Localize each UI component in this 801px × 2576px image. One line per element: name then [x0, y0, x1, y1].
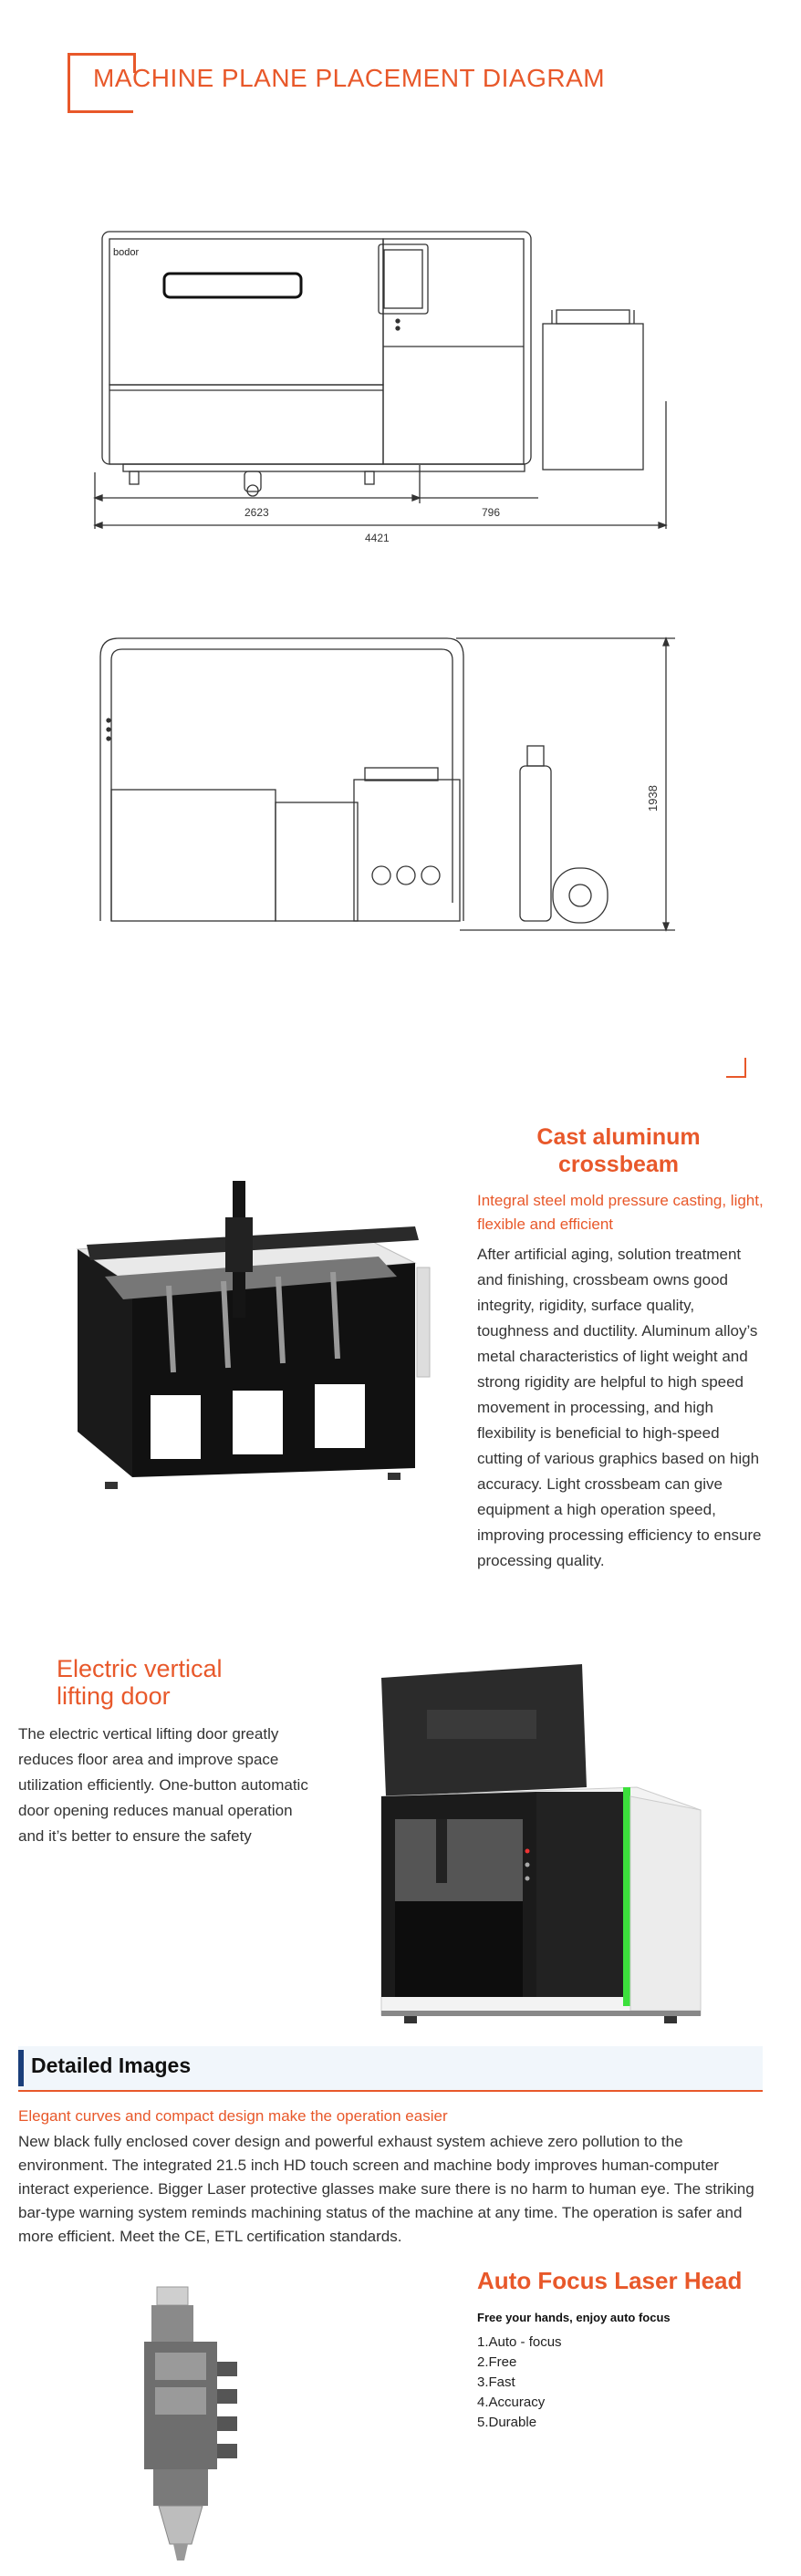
detailed-body: New black fully enclosed cover design an… — [18, 2133, 754, 2245]
crossbeam-title: Cast aluminum crossbeam — [536, 1124, 701, 1177]
crossbeam-machine-image — [76, 1181, 431, 1489]
front-view-drawing: bodor 2623 796 4421 — [93, 231, 668, 544]
chiller-unit — [542, 309, 644, 471]
list-item: 3.Fast — [477, 2374, 515, 2390]
detailed-band-accent — [18, 2050, 24, 2086]
crossbeam-subtitle: Integral steel mold pressure casting, li… — [477, 1192, 764, 1233]
title-frame — [68, 53, 136, 113]
dimension-lines — [93, 401, 668, 529]
door-title: Electric vertical lifting door — [57, 1655, 223, 1710]
height-dimension — [456, 636, 675, 932]
list-item: 1.Auto - focus — [477, 2334, 562, 2350]
dim-2623: 2623 — [244, 506, 269, 519]
detailed-images-title: Detailed Images — [31, 2054, 192, 2077]
exhaust-fan — [519, 745, 609, 924]
list-item: 4.Accuracy — [477, 2395, 546, 2410]
list-item: 5.Durable — [477, 2415, 537, 2430]
machine-body-front — [101, 231, 532, 472]
dim-1938: 1938 — [646, 785, 660, 812]
list-item: 2.Free — [477, 2354, 517, 2370]
dim-796: 796 — [482, 506, 500, 519]
plane-title: MACHINE PLANE PLACEMENT DIAGRAM — [93, 64, 606, 92]
crossbeam-body: After artificial aging, solution treatme… — [477, 1246, 762, 1569]
lifting-door-machine-image — [380, 1664, 702, 2023]
machine-brand-text: bodor — [113, 247, 139, 258]
dim-4421: 4421 — [365, 532, 390, 544]
door-body: The electric vertical lifting door great… — [18, 1725, 308, 1845]
detailed-images-band: Detailed Images — [18, 2046, 763, 2092]
autofocus-subtitle: Free your hands, enjoy auto focus — [477, 2311, 671, 2324]
side-view-drawing: 1938 — [99, 636, 675, 932]
autofocus-title: Auto Focus Laser Head — [477, 2267, 743, 2294]
detailed-subtitle: Elegant curves and compact design make t… — [18, 2107, 448, 2125]
laser-head-image — [144, 2286, 237, 2560]
machine-feet — [129, 471, 375, 497]
autofocus-feature-list: 1.Auto - focus 2.Free 3.Fast 4.Accuracy … — [477, 2333, 562, 2433]
corner-mark — [726, 1058, 746, 1078]
machine-body-side — [99, 637, 464, 922]
